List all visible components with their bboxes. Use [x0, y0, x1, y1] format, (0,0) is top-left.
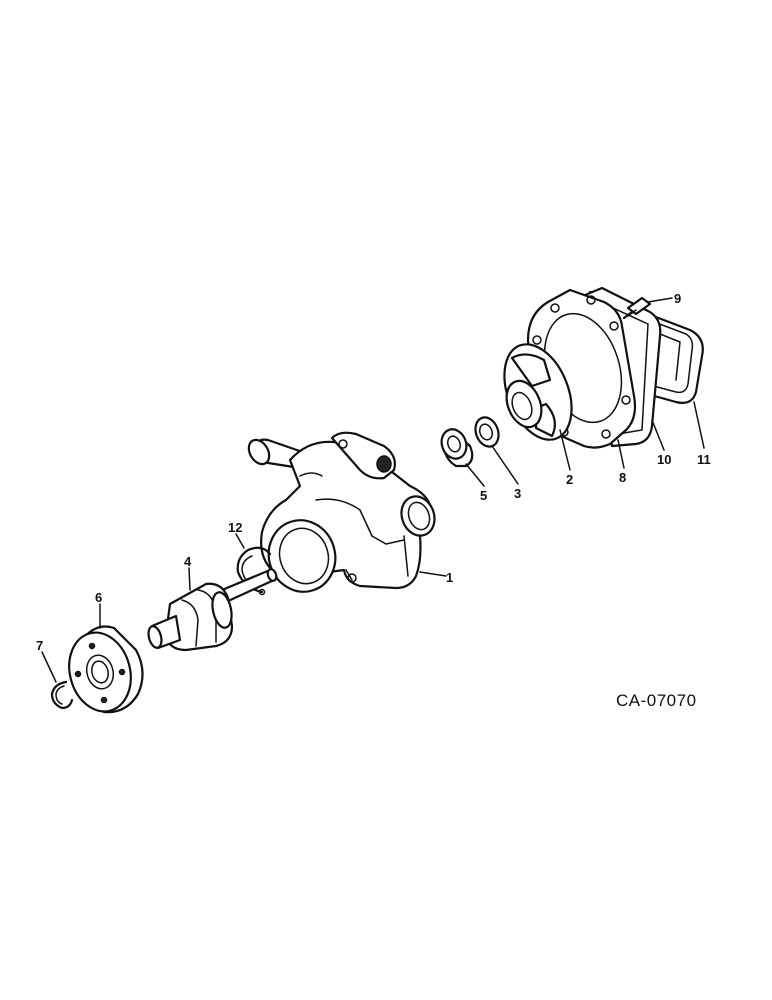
callout-12: 12 — [228, 520, 242, 535]
callout-9: 9 — [674, 291, 681, 306]
part-2-impeller — [503, 343, 573, 441]
callout-7: 7 — [36, 638, 43, 653]
callout-labels: 1 2 3 4 5 6 7 8 9 10 11 12 — [36, 291, 711, 653]
part-6-flange-hub — [68, 625, 144, 714]
drawing-code: CA-07070 — [616, 691, 697, 710]
part-7-circlip — [50, 680, 74, 710]
part-9-bolt — [622, 296, 652, 320]
callout-4: 4 — [184, 554, 192, 569]
part-3-seal-ring — [474, 416, 500, 448]
callout-2: 2 — [566, 472, 573, 487]
part-1-pump-housing — [247, 431, 436, 593]
callout-10: 10 — [657, 452, 671, 467]
part-5-seal — [440, 428, 474, 468]
part-4-shaft-bearing — [147, 568, 278, 652]
callout-1: 1 — [446, 570, 453, 585]
callout-8: 8 — [619, 470, 626, 485]
leader-lines — [41, 297, 705, 683]
callout-3: 3 — [514, 486, 521, 501]
callout-5: 5 — [480, 488, 487, 503]
callout-11: 11 — [697, 452, 711, 467]
callout-6: 6 — [95, 590, 102, 605]
